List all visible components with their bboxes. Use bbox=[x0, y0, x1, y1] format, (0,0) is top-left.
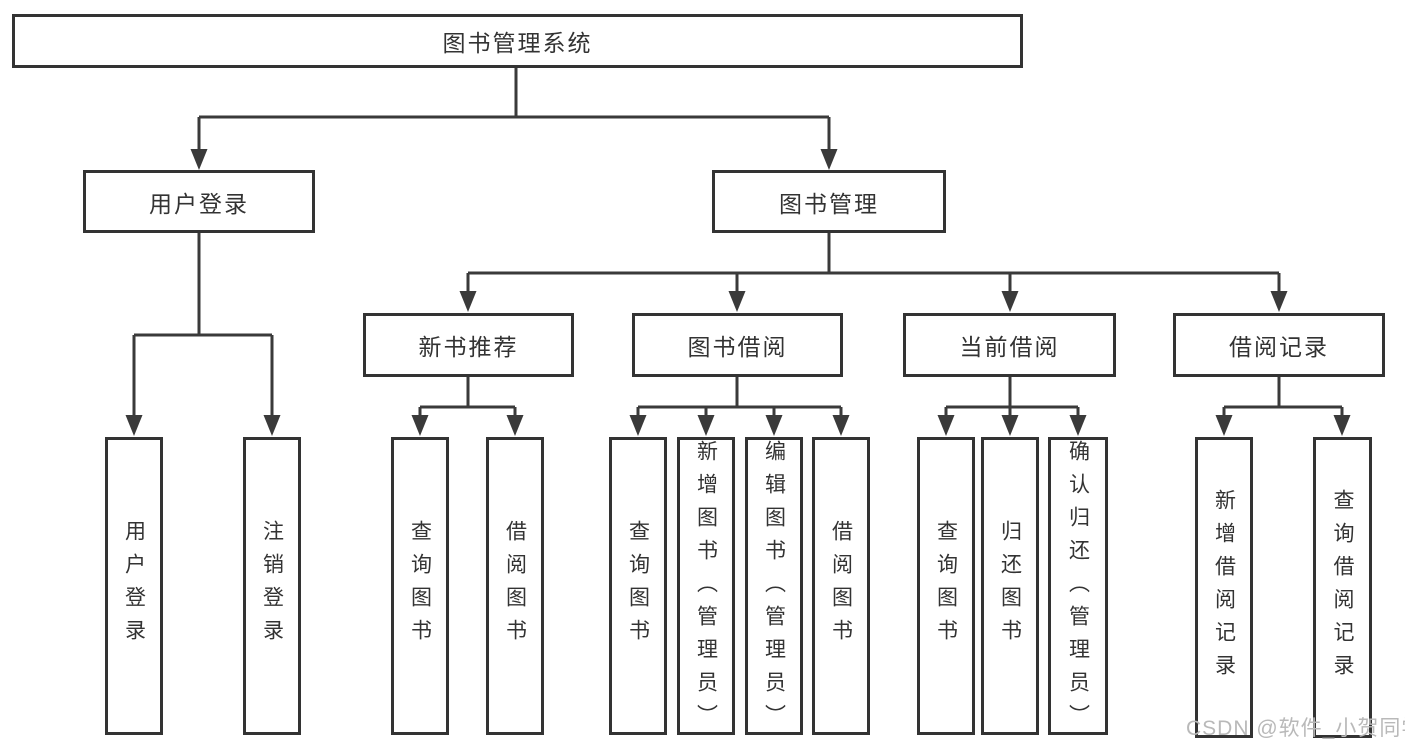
node-label: 确认归还（管理员） bbox=[1066, 440, 1090, 737]
node-query-borrow-record: 查询借阅记录 bbox=[1313, 437, 1372, 738]
node-label: 查询图书 bbox=[626, 520, 650, 652]
node-newbook-query-books: 查询图书 bbox=[391, 437, 449, 735]
node-borrow-query-books: 查询图书 bbox=[609, 437, 667, 735]
node-add-borrow-record: 新增借阅记录 bbox=[1195, 437, 1253, 738]
node-label: 编辑图书（管理员） bbox=[762, 440, 786, 737]
node-label: 查询图书 bbox=[934, 520, 958, 652]
node-label: 归还图书 bbox=[998, 520, 1022, 652]
node-user-login-branch: 用户登录 bbox=[83, 170, 315, 233]
node-label: 图书管理 bbox=[779, 190, 879, 217]
node-book-borrowing: 图书借阅 bbox=[632, 313, 843, 377]
node-newbook-borrow-books: 借阅图书 bbox=[486, 437, 544, 735]
node-label: 查询借阅记录 bbox=[1331, 488, 1354, 687]
node-label: 图书借阅 bbox=[687, 334, 788, 360]
node-book-management: 图书管理 bbox=[712, 170, 946, 233]
node-current-borrowing: 当前借阅 bbox=[903, 313, 1116, 377]
node-label: 新书推荐 bbox=[418, 334, 519, 360]
node-borrow-records: 借阅记录 bbox=[1173, 313, 1385, 377]
node-new-book-recommend: 新书推荐 bbox=[363, 313, 574, 377]
node-label: 新增借阅记录 bbox=[1212, 488, 1236, 687]
node-user-login-leaf: 用户登录 bbox=[105, 437, 163, 735]
node-label: 借阅图书 bbox=[829, 520, 853, 652]
node-label: 新增图书（管理员） bbox=[694, 440, 718, 737]
node-label: 用户登录 bbox=[122, 520, 146, 652]
node-borrow-book: 借阅图书 bbox=[812, 437, 870, 735]
node-current-query-books: 查询图书 bbox=[917, 437, 975, 735]
node-label: 查询图书 bbox=[408, 520, 432, 652]
node-label: 借阅记录 bbox=[1229, 334, 1329, 360]
node-root: 图书管理系统 bbox=[12, 14, 1023, 68]
node-label: 用户登录 bbox=[149, 190, 249, 217]
node-edit-book-admin: 编辑图书（管理员） bbox=[745, 437, 803, 737]
node-label: 图书管理系统 bbox=[442, 30, 593, 56]
node-confirm-return-admin: 确认归还（管理员） bbox=[1048, 437, 1108, 737]
node-add-book-admin: 新增图书（管理员） bbox=[677, 437, 735, 737]
node-logout: 注销登录 bbox=[243, 437, 301, 735]
node-label: 借阅图书 bbox=[503, 520, 527, 652]
node-label: 注销登录 bbox=[260, 520, 284, 652]
node-return-book: 归还图书 bbox=[981, 437, 1039, 735]
watermark: CSDN @软件_小贺同学 bbox=[1186, 717, 1405, 740]
node-label: 当前借阅 bbox=[959, 334, 1060, 360]
